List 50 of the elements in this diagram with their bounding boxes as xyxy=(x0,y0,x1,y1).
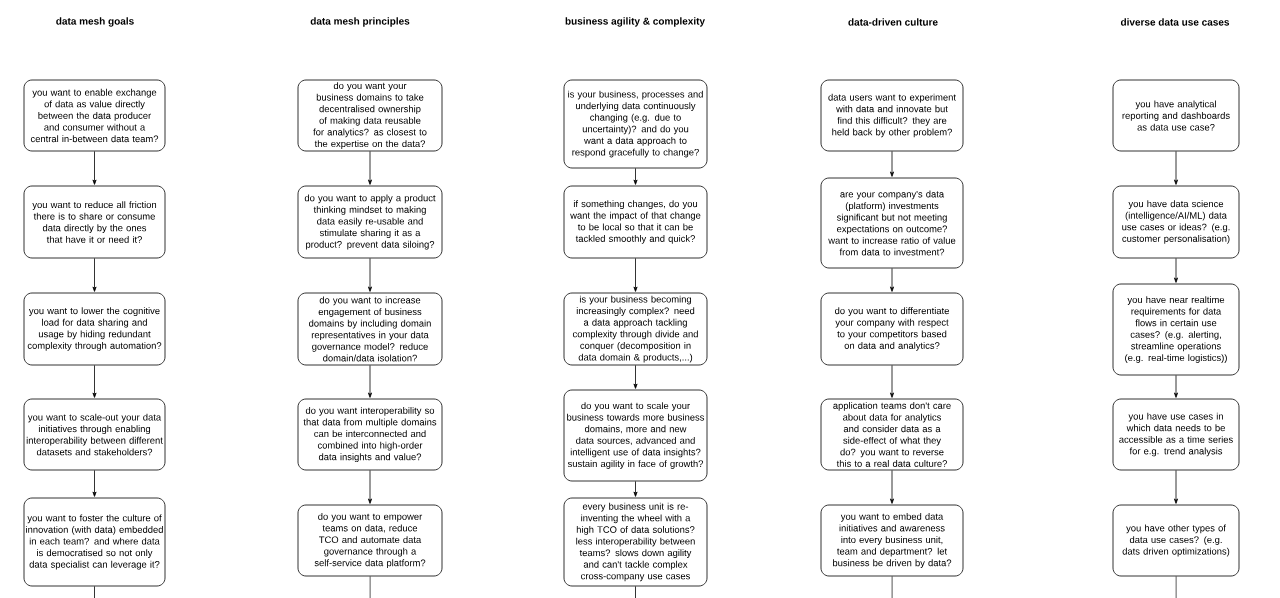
arrow xyxy=(633,365,638,389)
question-box: you have data science (intelligence/AI/ML) data use cases or ideas? (e.g. customer personalisation) xyxy=(1112,185,1240,259)
arrow xyxy=(92,151,97,185)
arrow xyxy=(890,470,894,504)
arrow xyxy=(368,258,372,292)
question-box: you have analytical reporting and dashboards as data use case? xyxy=(1112,79,1240,152)
question-box: do you want to scale your business towards more business domains, more and new data sources, advanced and intelligent use of data insights? sustain agility in face of growth? xyxy=(563,389,708,482)
question-box: every business unit is re-inventing the wheel with a high TCO of data solutions? less interoperability between teams? slows down agility and can't tackle complex cross-company use cases xyxy=(563,497,708,587)
arrow xyxy=(633,481,638,497)
question-box: do you want to increase engagement of business domains by including domain representatives in your data governance model? reduce domain/data isolation? xyxy=(297,292,443,366)
question-box: are your company's data (platform) investments significant but not meeting expectations on outcome? want to increase ratio of value from data to investment? xyxy=(820,177,964,269)
arrow xyxy=(633,258,638,292)
question-box: is your business, processes and underlying data continuously changing (e.g. due to uncertainty)? and do you want a data approach to respond gracefully to change? xyxy=(563,79,708,169)
question-box: you have other types of data use cases? (e.g. dats driven optimizations) xyxy=(1112,504,1240,577)
column-heading: data mesh goals xyxy=(56,17,134,27)
question-box: application teams don't care about data for analytics and consider data as a side-effect of what they do? you want to reverse this to a real data culture? xyxy=(820,398,964,471)
question-box: do you want to empower teams on data, reduce TCO and automate data governance through a self-service data platform? xyxy=(297,504,443,577)
column-heading: data mesh principles xyxy=(310,17,410,27)
question-box: you want to reduce all friction there is to share or consume data directly by the ones that have it or need it? xyxy=(23,185,166,259)
arrow xyxy=(368,470,372,504)
arrow xyxy=(92,258,97,292)
arrow xyxy=(368,151,372,185)
question-box: you want to scale-out your data initiatives through enabling interoperability between different datasets and stakeholders? xyxy=(23,398,166,471)
question-box: you want to enable exchange of data as value directly between the data producer and consumer without a central in-between data team? xyxy=(23,79,166,152)
column-heading: business agility & complexity xyxy=(565,17,705,27)
question-box: you want to embed data initiatives and awareness into every business unit, team and department? let business be driven by data? xyxy=(820,504,964,577)
question-box: you have near realtime requirements for data flows in certain use cases? (e.g. alerting, streamline operations (e.g. real-time logistics)) xyxy=(1112,283,1240,376)
question-box: you have use cases in which data needs to be accessible as a time series for e.g. trend analysis xyxy=(1112,398,1240,471)
column-heading: data-driven culture xyxy=(848,18,938,26)
arrow xyxy=(1174,375,1178,398)
arrow xyxy=(92,365,97,398)
question-box: do you want to apply a product thinking mindset to making data easily re-usable and stimulate sharing it as a product? prevent data siloing? xyxy=(297,185,443,259)
question-box: do you want interoperability so that data from multiple domains can be interconnected and combined into high-order data insights and value? xyxy=(297,398,443,471)
question-box: you want to lower the cognitive load for data sharing and usage by hiding redundant complexity through automation? xyxy=(23,292,166,366)
question-box: do you want to differentiate your company with respect to your competitors based on data and analytics? xyxy=(820,292,964,366)
arrow xyxy=(890,151,894,177)
question-box: do you want your business domains to take decentralised ownership of making data reusable for analytics? as closest to the expertise on the data? xyxy=(297,79,443,152)
arrow xyxy=(1174,258,1178,283)
column-heading: diverse data use cases xyxy=(1120,18,1230,26)
arrow xyxy=(890,268,894,292)
arrow xyxy=(890,365,894,398)
question-box: if something changes, do you want the impact of that change to be local so that it can be tackled smoothly and quick? xyxy=(563,185,708,259)
question-box: data users want to experiment with data and innovate but find this difficult? they are held back by other problem? xyxy=(820,79,964,152)
arrow xyxy=(633,168,638,185)
arrow xyxy=(368,365,372,398)
question-box: is your business becoming increasingly complex? need a data approach tackling complexity through divide and conquer (decomposition in data domain & products,...) xyxy=(563,292,708,366)
arrow xyxy=(1174,151,1178,185)
arrow xyxy=(92,470,97,497)
arrow xyxy=(1174,470,1178,504)
question-box: you want to foster the culture of innovation (with data) embedded in each team? and where data is democratised so not only data specialist can leverage it? xyxy=(23,497,166,587)
